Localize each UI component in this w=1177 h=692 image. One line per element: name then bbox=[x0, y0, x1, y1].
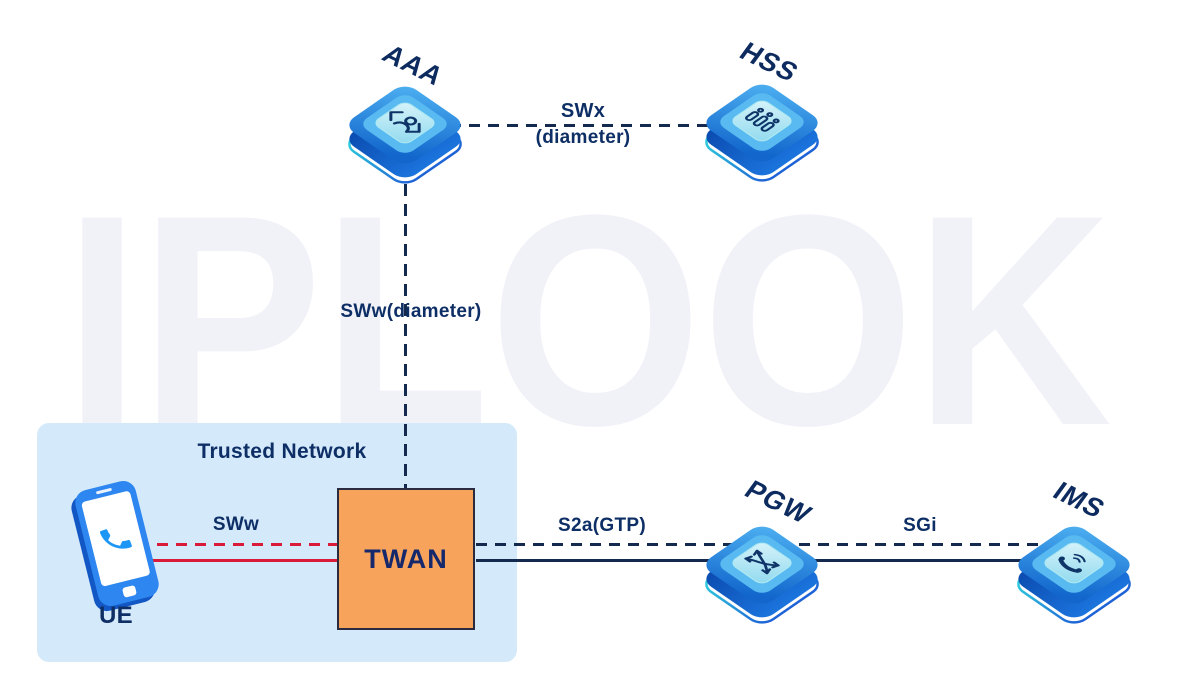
link-swx-dashed-line bbox=[450, 124, 712, 127]
hss-node bbox=[687, 84, 837, 220]
phone-handset-icon bbox=[99, 528, 132, 549]
aaa-node bbox=[330, 86, 480, 222]
link-sww-dashed-line bbox=[138, 543, 338, 546]
trusted-network-title: Trusted Network bbox=[197, 440, 367, 463]
node-panel bbox=[732, 100, 792, 142]
link-sww-solid-line bbox=[138, 559, 338, 562]
link-label-sww-diameter: SWw(diameter) bbox=[340, 301, 482, 322]
ue-node bbox=[72, 478, 162, 609]
link-label-sww: SWw bbox=[212, 514, 260, 535]
phone-home-button bbox=[121, 585, 137, 598]
ue-label: UE bbox=[99, 602, 133, 629]
link-label-swx: SWx bbox=[560, 100, 606, 122]
twan-node: TWAN bbox=[337, 488, 475, 630]
subscriber-database-icon bbox=[744, 107, 780, 132]
phone-screen bbox=[81, 490, 151, 587]
pgw-node bbox=[687, 526, 837, 662]
link-label-sgi: SGi bbox=[903, 515, 937, 536]
link-label-swx-diameter: (diameter) bbox=[535, 127, 631, 148]
node-panel bbox=[1044, 542, 1104, 584]
user-brackets-icon bbox=[389, 111, 421, 133]
twan-label: TWAN bbox=[364, 543, 448, 574]
link-sww-diameter-dashed-line bbox=[404, 184, 407, 488]
link-label-s2a: S2a(GTP) bbox=[558, 515, 646, 536]
phone-speaker bbox=[95, 487, 113, 495]
ims-node bbox=[999, 526, 1149, 662]
routing-arrows-icon bbox=[744, 549, 780, 575]
voip-handset-icon bbox=[1058, 553, 1086, 573]
